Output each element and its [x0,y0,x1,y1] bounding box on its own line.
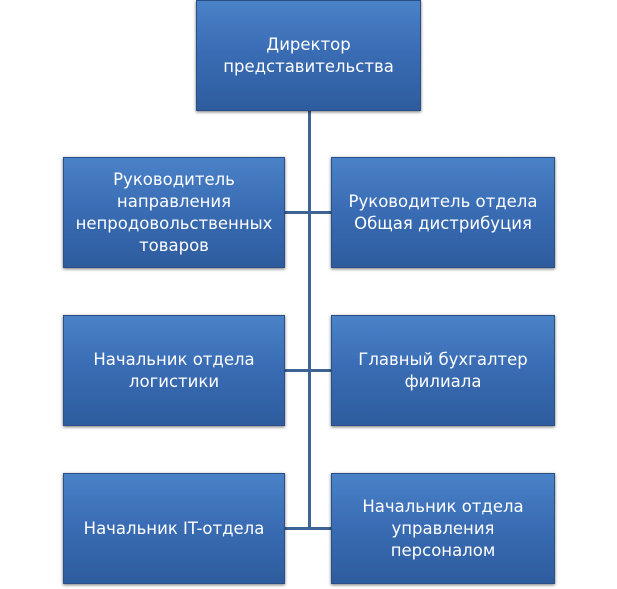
node-text: Начальник отдела [362,496,524,516]
node-text: логистики [128,371,220,391]
trunk-connector [308,110,311,530]
node-text: непродовольственных [75,213,273,233]
connector-row-3 [285,527,332,530]
connector-row-2 [285,369,332,372]
node-text: Руководитель [113,169,235,189]
node-text: Начальник IT-отдела [83,518,265,538]
node-text: направления [116,191,232,211]
node-text: представительства [223,56,394,76]
node-text: Главный бухгалтер [358,349,528,369]
node-text: Общая дистрибуция [354,213,532,233]
node-text: Начальник отдела [93,349,255,369]
node-text: Руководитель отдела [348,191,538,211]
node-text: товаров [139,235,209,255]
node-text: филиала [404,371,482,391]
node-text: управления [391,518,495,538]
node-text: персоналом [390,540,496,560]
node-text: Директор [266,34,351,54]
connector-row-1 [285,211,332,214]
node-it-head[interactable]: Начальник IT-отдела [63,473,285,584]
